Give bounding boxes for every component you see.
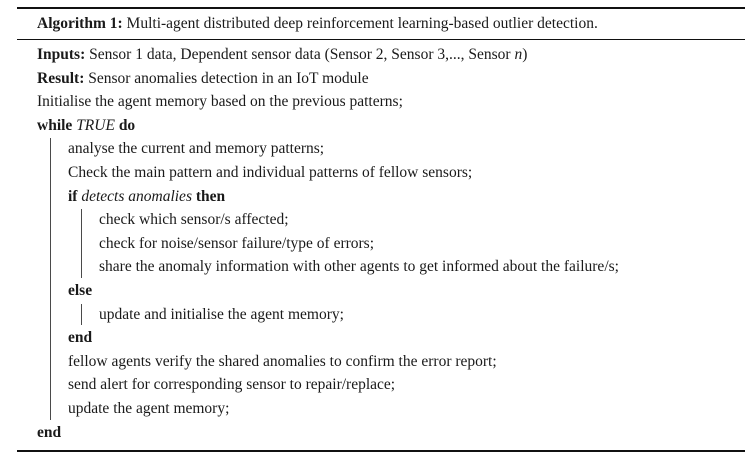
statement-analyse: analyse the current and memory patterns; [68,140,325,158]
line-result: Result: Sensor anomalies detection in an… [17,67,745,91]
algorithm-box: Algorithm 1: Multi-agent distributed dee… [17,7,745,452]
algorithm-title: Algorithm 1: Multi-agent distributed dee… [17,9,745,40]
line-check-noise: check for noise/sensor failure/type of e… [17,232,745,256]
else-keyword: else [68,281,93,299]
line-analyse: analyse the current and memory patterns; [17,137,745,161]
if-keyword: if [68,187,78,205]
statement-update-initialise: update and initialise the agent memory; [99,305,344,323]
algorithm-caption: Multi-agent distributed deep reinforceme… [126,15,598,32]
line-end-if: end [17,326,745,350]
statement-check-noise: check for noise/sensor failure/type of e… [99,234,375,252]
algorithm-number-label: Algorithm 1: [37,15,123,32]
statement-send-alert: send alert for corresponding sensor to r… [68,376,396,394]
if-then-keyword: then [195,187,226,205]
end-if-keyword: end [68,329,93,347]
line-if-header: if detects anomalies then [17,185,745,209]
algorithm-body: Inputs: Sensor 1 data, Dependent sensor … [17,40,745,450]
line-update-initialise: update and initialise the agent memory; [17,303,745,327]
statement-initialise: Initialise the agent memory based on the… [37,93,403,111]
line-send-alert: send alert for corresponding sensor to r… [17,373,745,397]
line-initialise: Initialise the agent memory based on the… [17,90,745,114]
line-while-header: while TRUE do [17,114,745,138]
line-update-memory: update the agent memory; [17,397,745,421]
line-inputs: Inputs: Sensor 1 data, Dependent sensor … [17,43,745,67]
while-do-keyword: do [118,116,136,134]
end-while-keyword: end [37,423,62,441]
statement-fellow-agents-verify: fellow agents verify the shared anomalie… [68,352,497,370]
statement-update-memory: update the agent memory; [68,399,230,417]
statement-share-anomaly: share the anomaly information with other… [99,258,619,276]
line-share-anomaly: share the anomaly information with other… [17,255,745,279]
result-label: Result: [37,69,85,87]
while-block-body: analyse the current and memory patterns;… [17,137,745,420]
while-condition: TRUE [76,116,115,134]
inputs-value-part-b: ) [522,46,528,63]
line-end-while: end [17,421,745,445]
line-fellow-agents-verify: fellow agents verify the shared anomalie… [17,350,745,374]
statement-check-main-pattern: Check the main pattern and individual pa… [68,163,473,181]
statement-check-which-sensor: check which sensor/s affected; [99,211,289,229]
inputs-value-part-a: Sensor 1 data, Dependent sensor data (Se… [89,46,515,63]
inputs-label: Inputs: [37,46,86,63]
else-block-body: update and initialise the agent memory; [17,303,745,327]
if-condition: detects anomalies [81,187,192,205]
line-check-which-sensor: check which sensor/s affected; [17,208,745,232]
line-else-header: else [17,279,745,303]
line-check-main-pattern: Check the main pattern and individual pa… [17,161,745,185]
if-block-body: check which sensor/s affected; check for… [17,208,745,279]
result-value: Sensor anomalies detection in an IoT mod… [88,69,369,87]
while-keyword: while [37,116,73,134]
inputs-value-sensor-n: n [514,46,523,63]
